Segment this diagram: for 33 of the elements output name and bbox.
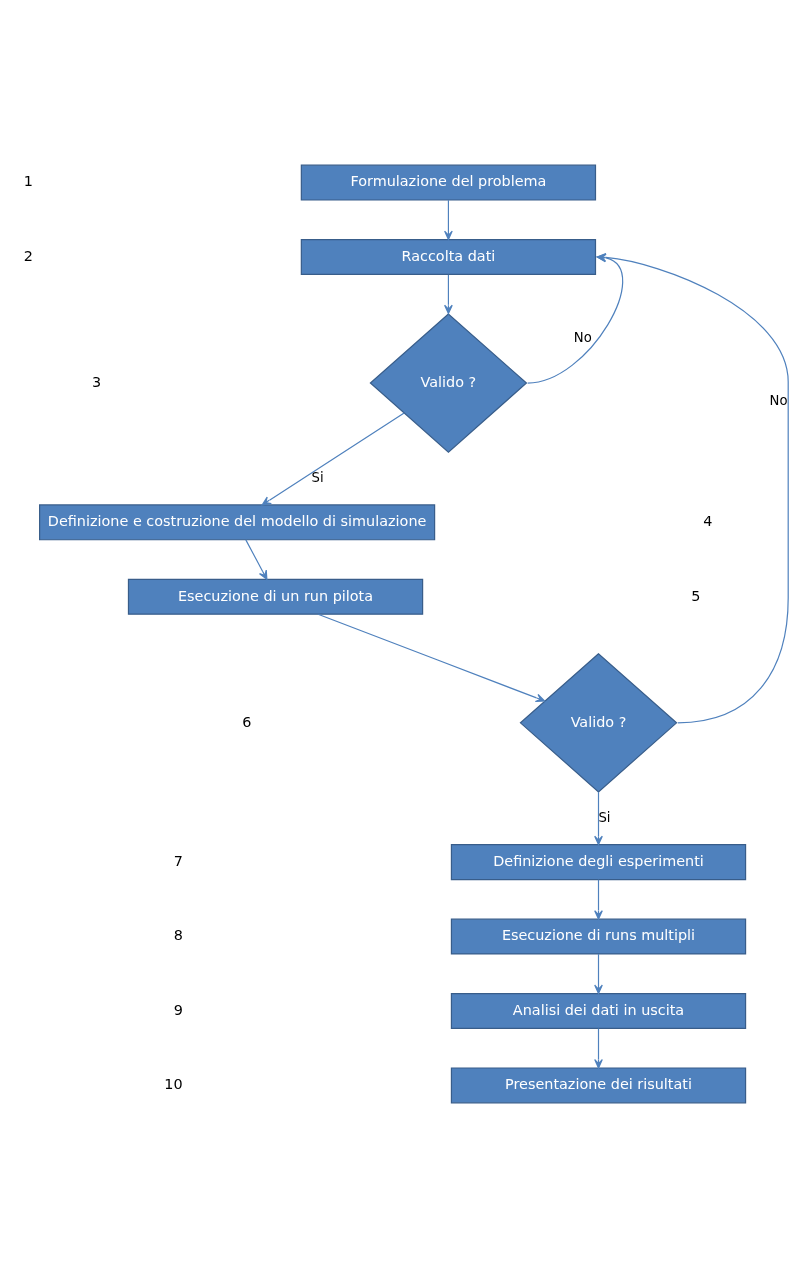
arrow [317, 613, 545, 702]
arrow [261, 411, 405, 505]
label: 10 [163, 1075, 183, 1092]
label: 6 [241, 713, 251, 730]
arrow [593, 953, 603, 994]
label: 7 [173, 852, 183, 869]
edge-label: Si [311, 469, 324, 485]
arrow [593, 1027, 603, 1069]
label: 2 [23, 247, 33, 264]
node-diamond: Valido ? [368, 312, 527, 453]
label: 3 [91, 373, 101, 390]
node-box: Esecuzione di un run pilota [127, 578, 423, 615]
edge-label: No [573, 329, 592, 345]
label: 5 [690, 587, 700, 603]
node-box: Esecuzione di runs multipli [450, 918, 746, 955]
node-box: Formulazione del problema [300, 164, 596, 201]
edge-label: Si [597, 809, 611, 825]
arrow [443, 199, 453, 240]
label: 9 [173, 1001, 183, 1018]
node-box: Presentazione dei risultati [450, 1066, 746, 1103]
node-box: Definizione e costruzione del modello di simulazione [38, 503, 435, 540]
label: 1 [23, 172, 33, 189]
label: 8 [173, 926, 183, 943]
arrow [443, 273, 453, 314]
node-box: Raccolta dati [300, 238, 596, 275]
arrow [593, 878, 603, 920]
node-box: Analisi dei dati in uscita [450, 992, 746, 1029]
node-box: Definizione degli esperimenti [450, 843, 746, 880]
node-diamond: Valido ? [519, 652, 677, 793]
edge-label: No [769, 392, 788, 408]
label: 4 [702, 512, 712, 529]
arrow [593, 791, 603, 845]
arrow [244, 538, 267, 580]
